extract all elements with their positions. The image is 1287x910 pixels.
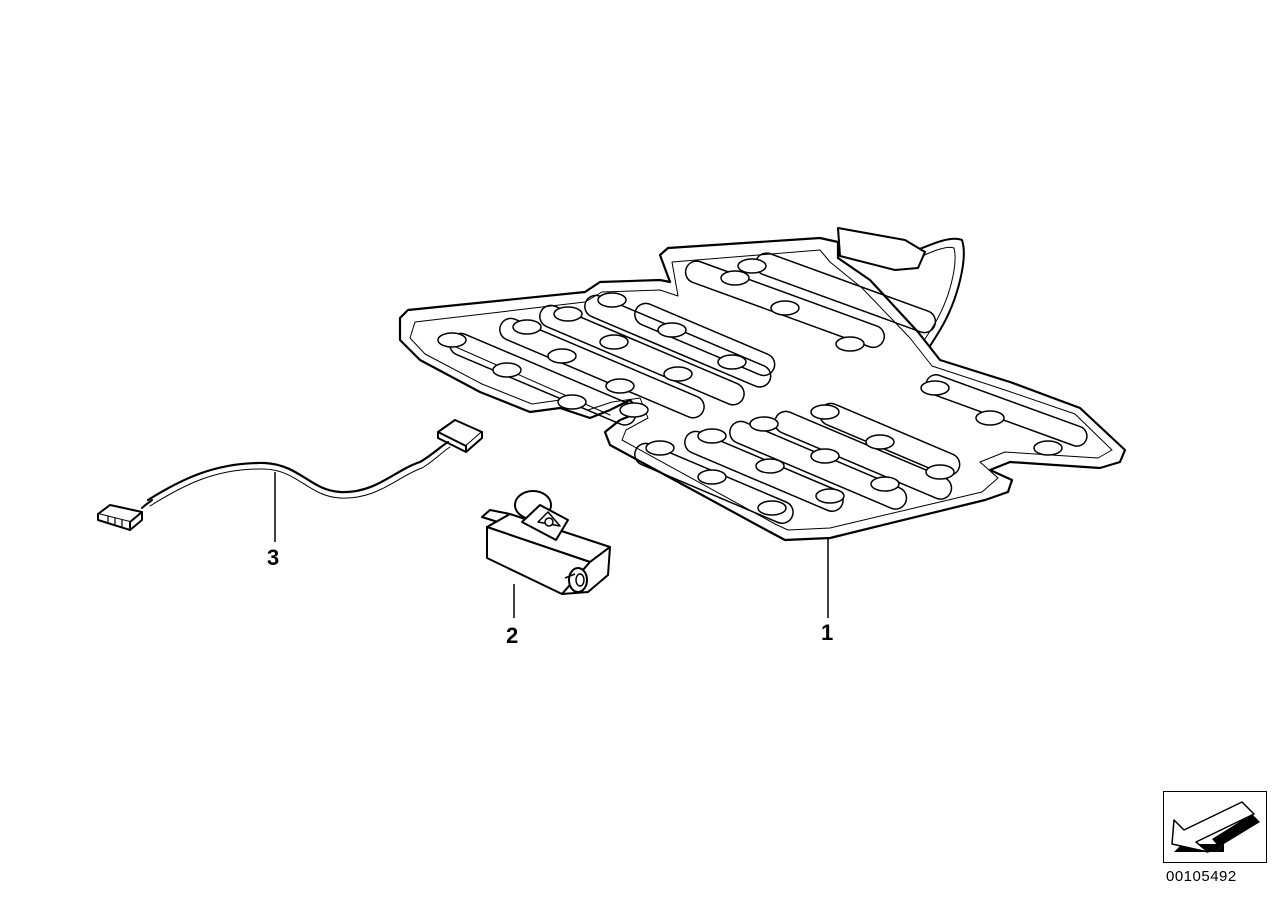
callout-label-3: 3 bbox=[267, 545, 280, 570]
sensor-mat[interactable] bbox=[398, 227, 1127, 542]
wiring-harness[interactable] bbox=[97, 419, 483, 531]
direction-arrow-icon bbox=[1163, 791, 1267, 863]
callout-label-2: 2 bbox=[506, 623, 519, 648]
sensor-module[interactable] bbox=[481, 490, 611, 595]
callout-label-1: 1 bbox=[821, 620, 834, 645]
diagram-number: 00105492 bbox=[1166, 868, 1237, 885]
